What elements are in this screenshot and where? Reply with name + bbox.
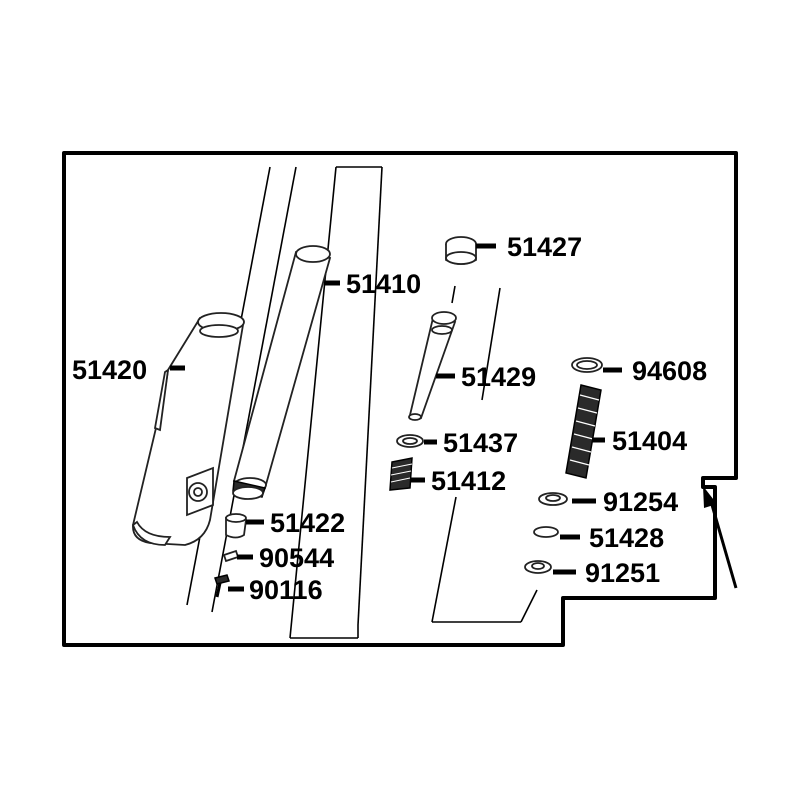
assembly-bracket — [431, 496, 538, 623]
part-label-91254: 91254 — [603, 487, 678, 517]
pointer-arrow — [703, 486, 738, 589]
part-label-94608: 94608 — [632, 356, 707, 386]
part-label-90544: 90544 — [259, 543, 334, 573]
washer-2-drawing — [538, 492, 568, 506]
fork-cap-drawing — [445, 236, 477, 265]
bolt-drawing — [214, 574, 230, 598]
diagram-frame — [62, 151, 738, 647]
part-label-90116: 90116 — [249, 575, 323, 605]
part-label-51437: 51437 — [443, 428, 518, 458]
screw-drawing — [222, 549, 240, 563]
washer-drawing — [396, 434, 424, 448]
part-label-91251: 91251 — [585, 558, 660, 588]
main-spring-drawing — [565, 384, 602, 479]
part-label-51404: 51404 — [612, 426, 687, 456]
o-ring-drawing — [571, 357, 603, 373]
part-label-51427: 51427 — [507, 232, 582, 262]
inner-tube-drawing — [232, 166, 383, 639]
part-label-51429: 51429 — [461, 362, 536, 392]
rebound-spring-drawing — [389, 457, 413, 491]
part-label-51428: 51428 — [589, 523, 664, 553]
washer-3-drawing — [533, 526, 559, 538]
part-label-51410: 51410 — [346, 269, 421, 299]
part-label-51422: 51422 — [270, 508, 345, 538]
dust-seal-drawing — [225, 513, 248, 539]
part-label-51412: 51412 — [431, 466, 506, 496]
damper-rod-drawing — [408, 285, 501, 421]
fork-leg-outer-drawing — [131, 166, 297, 613]
leader-lines — [170, 243, 622, 592]
part-label-51420: 51420 — [72, 355, 147, 385]
nut-drawing — [524, 560, 552, 574]
